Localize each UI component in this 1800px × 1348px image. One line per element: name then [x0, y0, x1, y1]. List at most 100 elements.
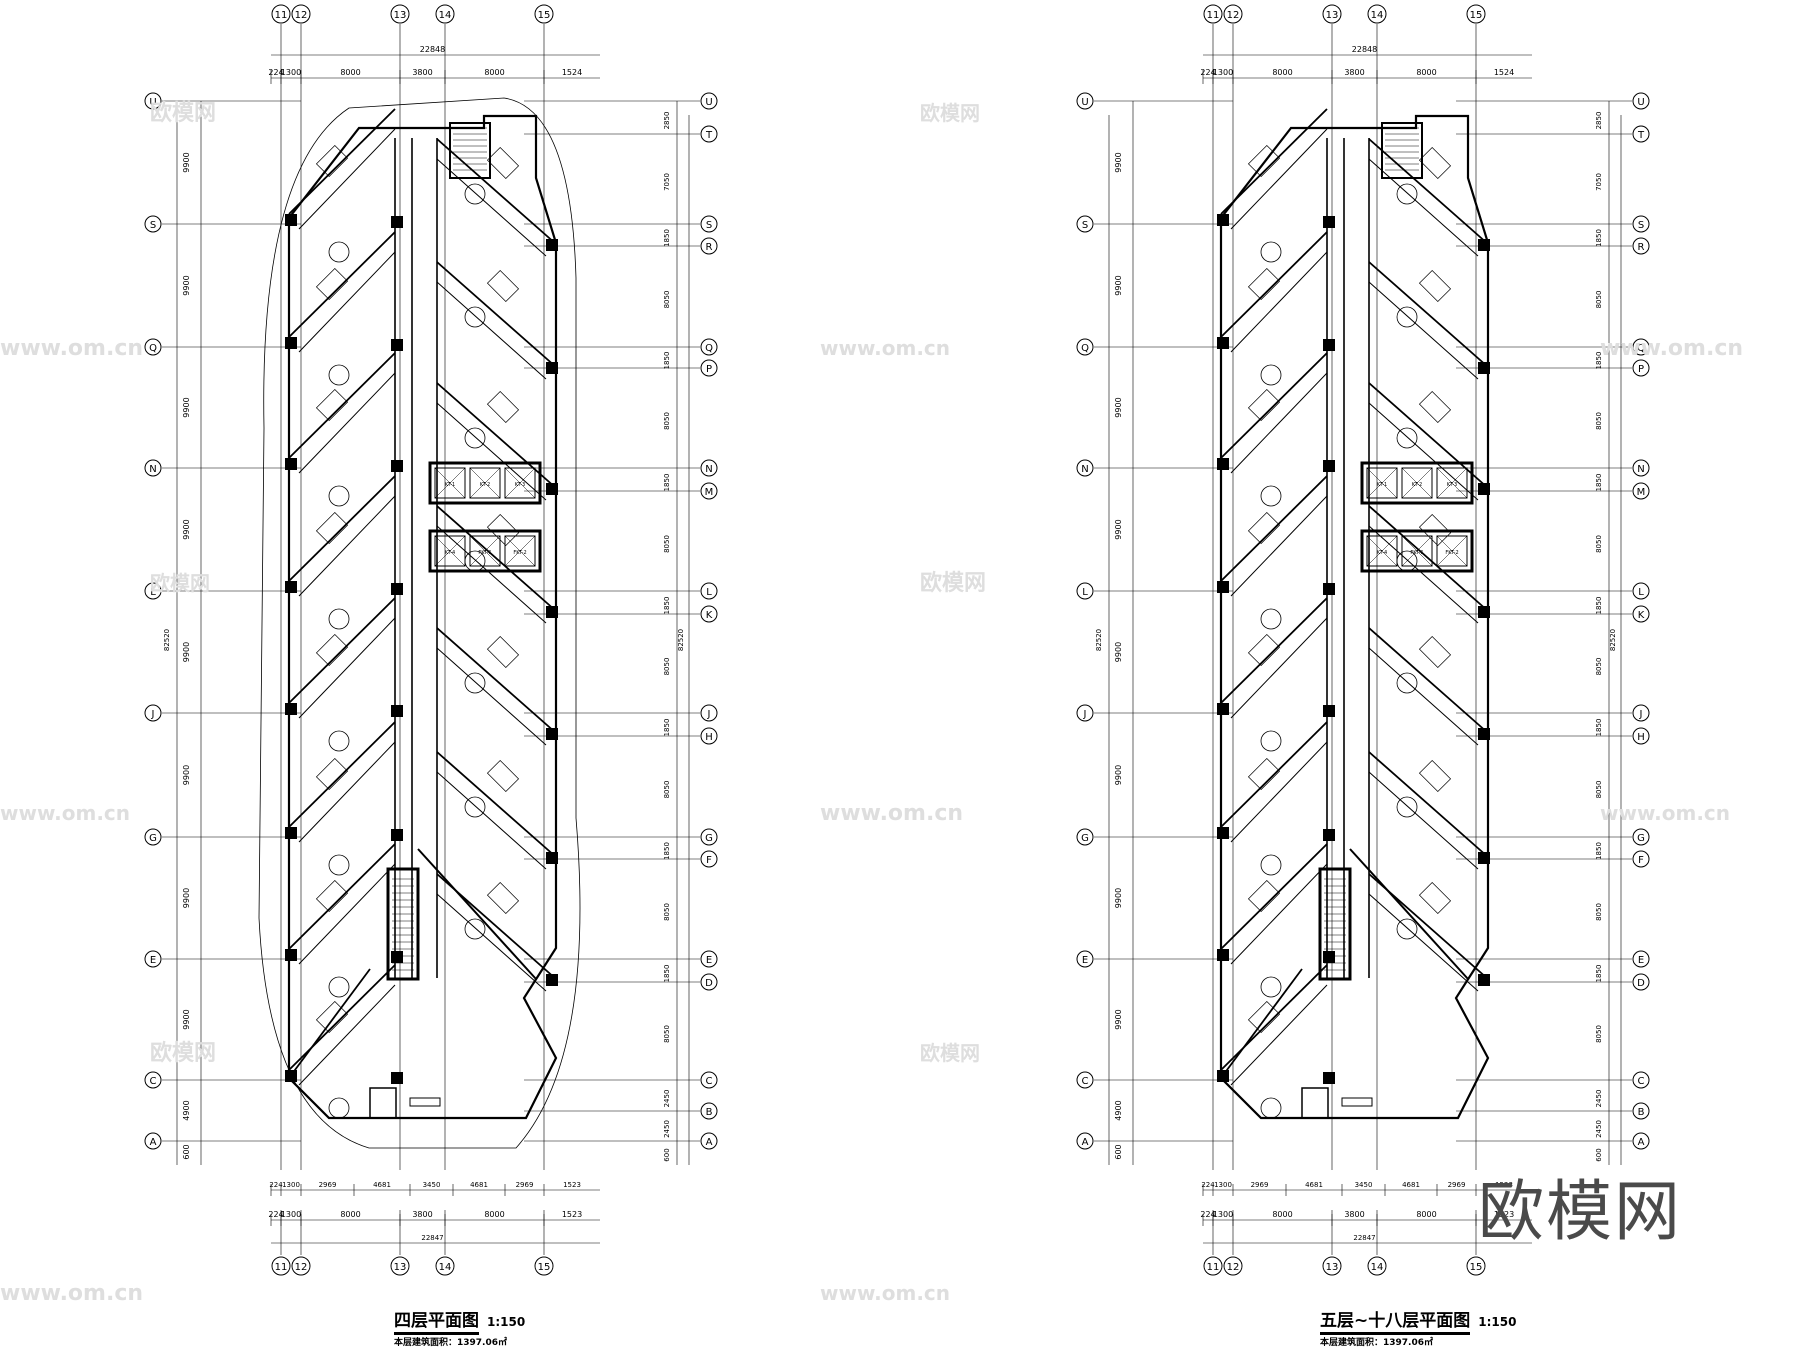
column-axis-label: 11 — [1207, 1262, 1220, 1273]
dimension-text: 22848 — [420, 45, 445, 54]
row-axis-label: N — [1081, 464, 1088, 475]
axis-bubble — [1076, 1132, 1094, 1150]
dimension-text: 600 — [182, 1144, 191, 1159]
axis-bubble — [700, 237, 718, 255]
axis-bubble — [1632, 850, 1650, 868]
row-axis-label: U — [1637, 97, 1644, 108]
column-axis-label: 14 — [439, 10, 452, 21]
axis-bubble — [1632, 1132, 1650, 1150]
dimension-text: 1300 — [282, 1181, 300, 1189]
unit-diagonal-wall — [298, 863, 396, 965]
axis-bubble — [1203, 1256, 1223, 1276]
axis-bubble — [271, 4, 291, 24]
faint-watermark: 欧模网 — [920, 101, 980, 125]
column-axis-label: 15 — [538, 1262, 551, 1273]
row-axis-label: D — [705, 978, 713, 989]
row-axis-label: S — [1638, 220, 1644, 231]
unit-diagonal-wall — [436, 525, 547, 624]
dimension-text: 2969 — [319, 1181, 337, 1189]
dimension-text: 8000 — [1272, 1210, 1292, 1219]
axis-bubble — [1632, 125, 1650, 143]
dimension-text: 1300 — [1213, 68, 1233, 77]
bathtub-symbol — [464, 306, 486, 328]
structural-column — [1217, 949, 1229, 961]
dimension-text: 7050 — [1595, 173, 1603, 191]
axis-bubble — [700, 950, 718, 968]
unit-diagonal-wall — [1368, 382, 1489, 489]
unit-diagonal-wall — [1368, 647, 1479, 746]
elevator-cross — [1436, 467, 1468, 499]
dimension-text: 8000 — [484, 68, 504, 77]
elevator-shaft — [504, 535, 536, 567]
dimension-text: 8000 — [340, 68, 360, 77]
structural-column — [1217, 581, 1229, 593]
dimension-text: 2450 — [1595, 1120, 1603, 1138]
row-axis-label: Q — [1637, 343, 1645, 354]
axis-bubble — [390, 4, 410, 24]
structural-column — [1323, 339, 1335, 351]
elevator-cross — [504, 535, 536, 567]
column-axis-label: 15 — [1470, 1262, 1483, 1273]
structural-column — [546, 728, 558, 740]
row-axis-label: Q — [705, 343, 713, 354]
structural-column — [1217, 458, 1229, 470]
elevator-cross — [434, 467, 466, 499]
row-axis-label: D — [1637, 978, 1645, 989]
dimension-text: 1850 — [663, 597, 671, 615]
structural-column — [1323, 705, 1335, 717]
axis-bubble — [291, 4, 311, 24]
dimension-text: 82520 — [1095, 629, 1103, 651]
dimension-text: 9900 — [1114, 1009, 1123, 1029]
elevator-label: KT-3 — [515, 482, 525, 488]
elevator-shaft — [434, 467, 466, 499]
elevator-cross — [1401, 467, 1433, 499]
axis-bubble — [144, 704, 162, 722]
bed-symbol — [1247, 511, 1281, 545]
dimension-text: 8050 — [1595, 291, 1603, 309]
faint-watermark: www.om.cn — [0, 801, 130, 825]
elevator-cross — [469, 467, 501, 499]
dimension-text: 1300 — [281, 68, 301, 77]
axis-bubble — [144, 1071, 162, 1089]
unit-diagonal-wall — [1230, 251, 1328, 353]
bottom-room — [369, 1087, 397, 1119]
row-axis-label: E — [706, 955, 712, 966]
axis-bubble — [435, 4, 455, 24]
axis-bubble — [1076, 459, 1094, 477]
axis-bubble — [700, 1071, 718, 1089]
dimension-text: 1300 — [281, 1210, 301, 1219]
stair — [1318, 867, 1352, 981]
axis-bubble — [291, 1256, 311, 1276]
dimension-text: 9900 — [182, 888, 191, 908]
bed-symbol — [1418, 635, 1452, 669]
row-axis-label: S — [706, 220, 712, 231]
unit-diagonal-wall — [288, 968, 371, 1079]
faint-watermark: 欧模网 — [920, 570, 986, 596]
dimension-text: 9900 — [1114, 642, 1123, 662]
dimension-text: 1850 — [1595, 597, 1603, 615]
unit-diagonal-wall — [1230, 863, 1328, 965]
unit-diagonal-wall — [1230, 741, 1328, 843]
unit-diagonal-wall — [436, 382, 557, 489]
row-axis-label: R — [706, 242, 713, 253]
bottom-room — [1301, 1087, 1329, 1119]
row-axis-label: N — [705, 464, 712, 475]
brand-watermark: 欧模网 — [1478, 1173, 1682, 1250]
column-axis-label: 13 — [1326, 1262, 1339, 1273]
faint-watermark: www.om.cn — [820, 1281, 950, 1305]
elevator-shaft — [469, 535, 501, 567]
row-axis-label: A — [1082, 1137, 1089, 1148]
dimension-text: 9900 — [182, 765, 191, 785]
axis-bubble — [700, 727, 718, 745]
dimension-text: 2969 — [516, 1181, 534, 1189]
axis-bubble — [700, 359, 718, 377]
axis-bubble — [435, 1256, 455, 1276]
bathtub-symbol — [1396, 183, 1418, 205]
row-axis-label: E — [1638, 955, 1644, 966]
plan-scale: 1:150 — [487, 1315, 526, 1329]
bathtub-symbol — [1396, 672, 1418, 694]
dimension-text: 8000 — [1272, 68, 1292, 77]
faint-watermark: www.om.cn — [0, 336, 143, 361]
column-axis-label: 12 — [1227, 10, 1240, 21]
